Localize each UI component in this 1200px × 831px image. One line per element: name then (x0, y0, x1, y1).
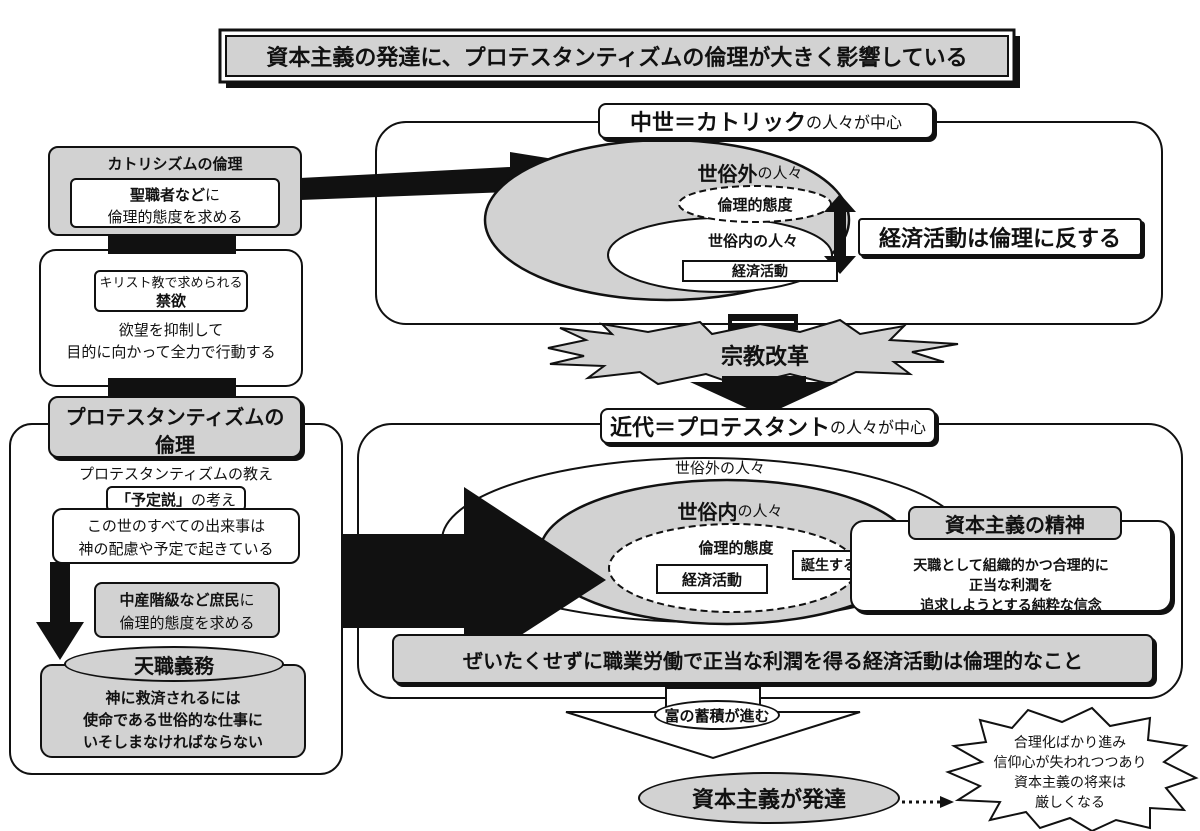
catholic-line-1-bold: 聖職者など (129, 185, 205, 204)
conflict-arrow-shaft (834, 210, 846, 258)
spirit-line-2: 正当な利潤を (969, 578, 1053, 594)
catholic-line-1-rest: に (205, 185, 221, 204)
catholic-line-2: 倫理的態度を求める (107, 207, 243, 226)
middle-line-1-rest: に (239, 591, 255, 609)
modern-heading-main: 近代＝プロテスタント (609, 416, 830, 441)
spirit-line-1: 天職として組織的かつ合理的に (913, 558, 1109, 574)
modern-inner-label: 世俗内の人々 (610, 496, 850, 524)
predestination-bold: 「予定説」 (115, 490, 191, 509)
title-box-inner (225, 35, 1009, 77)
protestant-title-2: 倫理 (155, 432, 195, 457)
modern-outer-label: 世俗外の人々 (674, 458, 765, 477)
medieval-ethics-ellipse (678, 185, 832, 223)
modern-inner-main: 世俗内 (677, 499, 738, 524)
middle-line-1-bold: 中産階級など庶民 (119, 591, 240, 609)
world-line-2: 神の配慮や予定で起きている (78, 540, 274, 558)
protestant-title-box: プロテスタンティズムの 倫理 (48, 396, 302, 458)
reformation-arrow-down (690, 376, 838, 416)
protestant-title-1: プロテスタンティズムの (65, 404, 285, 429)
world-box: この世のすべての出来事は 神の配慮や予定で起きている (52, 508, 300, 564)
page-title: 資本主義の発達に、プロテスタンティズムの倫理が大きく影響している (266, 46, 968, 71)
middle-line-2: 倫理的態度を求める (119, 614, 255, 632)
arrow-calling-head (36, 622, 84, 660)
dotted-arrow-head (940, 796, 954, 808)
medieval-heading: 中世＝カトリックの人々が中心 (598, 103, 934, 139)
medieval-conflict-box: 経済活動は倫理に反する (858, 218, 1142, 256)
desire-line-2: 目的に向かって全力で行動する (66, 342, 276, 361)
modern-economic-box: 経済活動 (656, 564, 768, 594)
spirit-line-3: 追求しようとする純粋な信念 (920, 598, 1102, 614)
calling-line-2: 使命である世俗的な仕事に (83, 710, 263, 729)
warning-burst (945, 706, 1199, 831)
connector-bar-2 (108, 378, 236, 396)
medieval-ethics-label: 倫理的態度 (717, 195, 793, 214)
conflict-arrow-up (824, 194, 856, 212)
modern-heading-sub: の人々が中心 (830, 418, 927, 437)
reformation-burst (547, 318, 959, 388)
calling-line-3: いそしまなければならない (82, 732, 263, 751)
calling-title: 天職義務 (64, 646, 284, 682)
arrow-protestant-to-modern (342, 487, 606, 672)
warning-line-2: 信仰心が失われつつあり (993, 755, 1147, 771)
catholic-title: カトリシズムの倫理 (107, 154, 243, 173)
arrow-calling-shaft (50, 562, 70, 624)
modern-heading: 近代＝プロテスタントの人々が中心 (600, 408, 936, 444)
banner-connector (668, 680, 758, 690)
medieval-outer-main: 世俗外 (697, 161, 758, 186)
medieval-inner-label: 世俗内の人々 (707, 231, 798, 250)
warning-text: 合理化ばかり進み 信仰心が失われつつあり 資本主義の将来は 厳しくなる (984, 732, 1156, 816)
wealth-label: 富の蓄積が進む (654, 700, 780, 730)
capitalism-label: 資本主義が発達 (638, 772, 900, 824)
modern-ethics-label: 倫理的態度 (698, 538, 774, 557)
world-line-1: この世のすべての出来事は (86, 517, 266, 535)
medieval-heading-main: 中世＝カトリック (629, 111, 806, 136)
desire-line-1: 欲望を抑制して (118, 320, 224, 339)
warning-line-4: 厳しくなる (1035, 795, 1105, 811)
catholic-inner-box: 聖職者などに 倫理的態度を求める (70, 178, 280, 228)
middle-class-box: 中産階級など庶民に 倫理的態度を求める (94, 582, 280, 638)
medieval-heading-sub: の人々が中心 (806, 113, 903, 132)
medieval-economic-box: 経済活動 (682, 260, 838, 282)
warning-line-3: 資本主義の将来は (1014, 775, 1126, 791)
medieval-outer-label: 世俗外の人々 (640, 158, 860, 186)
kinyoku-box: キリスト教で求められる 禁欲 (94, 270, 248, 312)
predestination-box: 「予定説」の考え (106, 486, 246, 512)
teaching-label: プロテスタンティズムの教え (78, 464, 274, 483)
warning-line-1: 合理化ばかり進み (1013, 735, 1127, 751)
predestination-rest: の考え (191, 490, 237, 509)
medieval-outer-sub: の人々 (757, 163, 803, 182)
reformation-label: 宗教改革 (720, 345, 809, 370)
calling-line-1: 神に救済されるには (105, 688, 241, 707)
middle-line-1: 中産階級など庶民に (96, 588, 278, 611)
connector-bar-1 (108, 236, 236, 254)
birth-label: 誕生する (801, 558, 857, 574)
catholic-line-1: 聖職者などに (72, 183, 278, 205)
spirit-lines: 天職として組織的かつ合理的に 正当な利潤を 追求しようとする純粋な信念 (852, 556, 1170, 616)
modern-banner: ぜいたくせずに職業労働で正当な利潤を得る経済活動は倫理的なこと (392, 634, 1154, 684)
christian-req-label: キリスト教で求められる (99, 276, 243, 291)
spirit-title: 資本主義の精神 (908, 506, 1122, 540)
kinyoku-label: 禁欲 (155, 292, 186, 310)
modern-inner-sub: の人々 (737, 501, 783, 520)
calling-box: 神に救済されるには 使命である世俗的な仕事に いそしまなければならない (40, 664, 306, 758)
